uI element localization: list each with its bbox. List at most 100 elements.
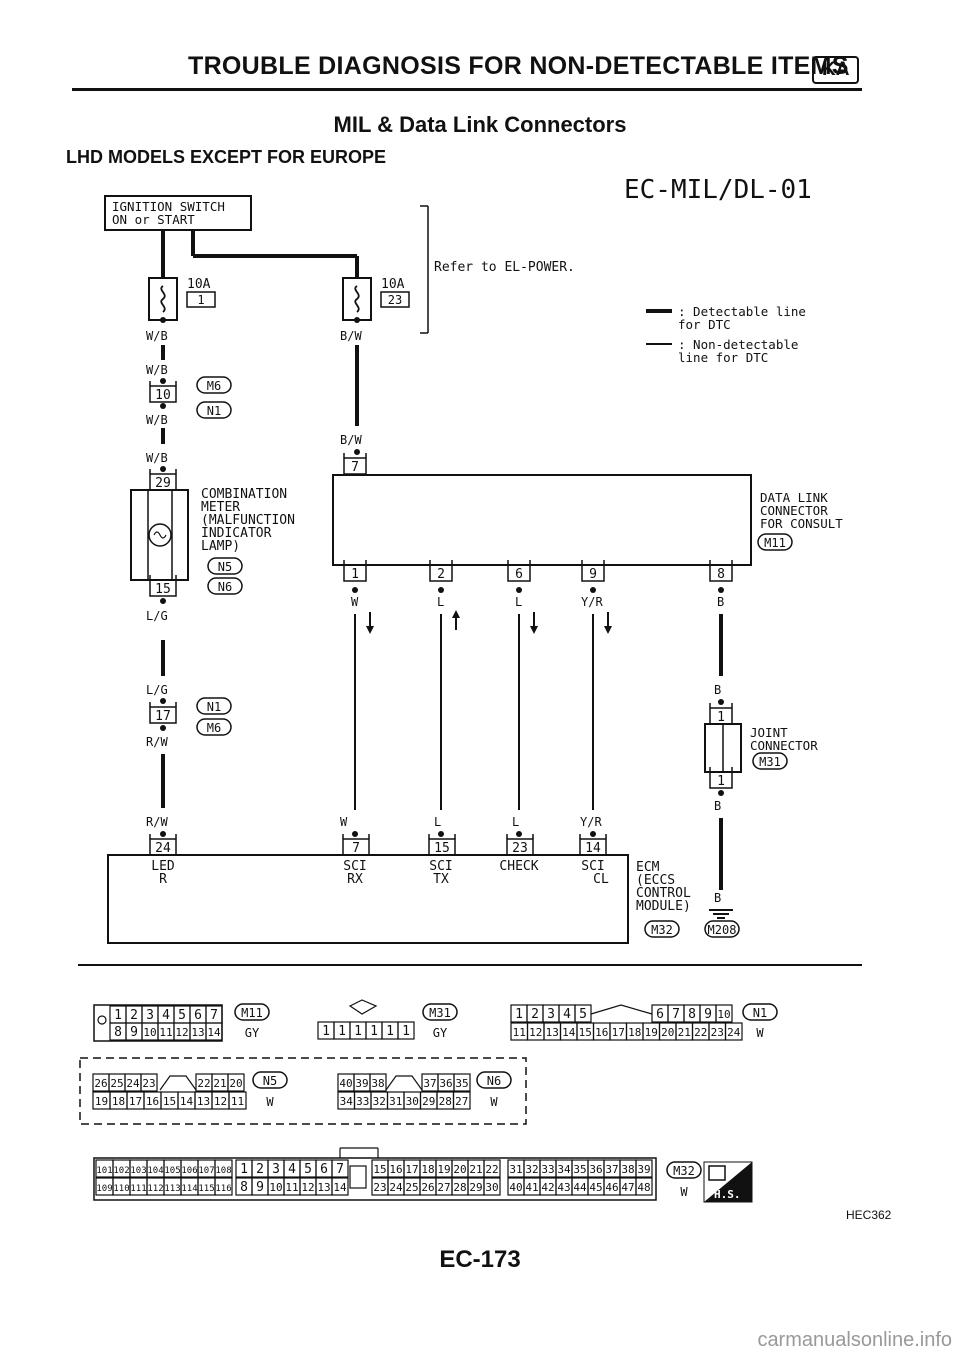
page-header: TROUBLE DIAGNOSIS FOR NON-DETECTABLE ITE… <box>72 52 862 91</box>
connector-m32-cell <box>483 1177 501 1196</box>
wire-color-l: L <box>512 815 519 829</box>
connector-n1-pin: 9 <box>704 1007 712 1022</box>
connector-m31-pin: 1 <box>386 1024 394 1039</box>
wire-color-b: B <box>714 799 721 813</box>
connector-n6-pin: 38 <box>371 1077 384 1090</box>
connector-m11-pin: 4 <box>162 1008 170 1023</box>
connector-n1-pin: 20 <box>661 1026 674 1039</box>
connector-m32-pin: 108 <box>215 1166 231 1176</box>
connector-m32-latch <box>349 1165 367 1189</box>
junction-dot <box>718 587 724 593</box>
connector-m32-pin: 1 <box>240 1162 248 1177</box>
ecm-pin-14: 14 <box>585 841 601 856</box>
legend-detectable-text: for DTC <box>678 317 731 332</box>
dlc-pin-2: 2 <box>437 567 445 582</box>
connector-n5-key <box>159 1075 197 1091</box>
connector-n6-pin: 39 <box>355 1077 368 1090</box>
connector-m11-pin: 10 <box>143 1026 156 1039</box>
fuse-1-amp: 10A <box>187 277 211 292</box>
connector-m11-pin: 3 <box>146 1008 154 1023</box>
connector-n6-tag: N6 <box>487 1074 501 1088</box>
connector-m32-pin: 26 <box>421 1181 434 1194</box>
connector-n5-color: W <box>266 1095 274 1109</box>
connector-tag-n5-outline <box>207 557 243 575</box>
connector-m11-pin: 5 <box>178 1008 186 1023</box>
connector-m31-color: GY <box>433 1026 448 1040</box>
connector-n5-pin: 16 <box>146 1095 159 1108</box>
connector-m32-pin: 116 <box>215 1184 231 1194</box>
joint-connector-label: CONNECTOR <box>750 738 818 753</box>
connector-tag-m11-outline <box>757 533 793 551</box>
connector-m11-pin: 2 <box>130 1008 138 1023</box>
indicator-lamp-icon <box>148 523 172 547</box>
connector-m32-pin: 107 <box>198 1166 214 1176</box>
connector-m32-pin: 14 <box>333 1181 347 1194</box>
connector-m11-pin: 13 <box>191 1026 204 1039</box>
connector-n6-cell <box>369 1073 387 1092</box>
ecm-pin-label: SCI <box>429 859 452 874</box>
ecm-label: CONTROL <box>636 886 691 901</box>
connector-n5-pin: 14 <box>180 1095 194 1108</box>
connector-m11-cell <box>205 1022 223 1041</box>
joint-pin-bottom: 1 <box>717 774 725 789</box>
connector-tag-n1: N1 <box>207 404 221 418</box>
connector-n5-pin: 11 <box>231 1095 244 1108</box>
connector-m32-pin: 115 <box>198 1184 214 1194</box>
junction-dot <box>718 699 724 705</box>
connector-n1-pin: 23 <box>711 1026 724 1039</box>
joint-connector-label: JOINT <box>750 725 788 740</box>
connector-n1-pin: 7 <box>672 1007 680 1022</box>
connector-n1-pin: 12 <box>529 1026 542 1039</box>
connector-n1-pin: 8 <box>688 1007 696 1022</box>
connector-m32-pin: 102 <box>113 1166 129 1176</box>
junction-dot <box>160 598 166 604</box>
combination-meter-label: LAMP) <box>201 539 240 554</box>
fuse-23-amp: 10A <box>381 277 405 292</box>
connector-tag-n1-outline <box>196 697 232 715</box>
meter-pin-top: 29 <box>155 476 171 491</box>
legend-nondetectable-text: line for DTC <box>678 350 768 365</box>
wire-color-wb: W/B <box>146 329 168 343</box>
connector-m32-pin: 23 <box>373 1181 386 1194</box>
arrow-check-down <box>530 626 538 634</box>
connector-m11-pin: 1 <box>114 1008 122 1023</box>
ecm-box <box>107 854 629 944</box>
connector-n1-cell <box>724 1022 743 1041</box>
connector-m32-pin: 110 <box>113 1184 129 1194</box>
connector-n5-pin: 21 <box>213 1077 226 1090</box>
connector-m32-pin: 20 <box>453 1163 466 1176</box>
connector-m32-cell <box>331 1159 349 1178</box>
connector-m32-pin: 104 <box>147 1166 163 1176</box>
ecm-label: MODULE) <box>636 899 691 914</box>
data-link-connector-label: CONNECTOR <box>760 503 828 518</box>
connector-m11-tag: M11 <box>241 1006 263 1020</box>
wire-color-wb: W/B <box>146 451 168 465</box>
dlc-pin-1: 1 <box>351 567 359 582</box>
junction-dot <box>160 725 166 731</box>
fuse-1-link <box>160 285 166 313</box>
connector-m32-pin: 28 <box>453 1181 466 1194</box>
connector-n1-color: W <box>756 1026 764 1040</box>
connector-n6-pin: 32 <box>373 1095 386 1108</box>
connector-m32-tag-outline <box>666 1161 702 1179</box>
connector-m32-pin: 18 <box>421 1163 434 1176</box>
connector-17-pin-box <box>149 706 177 724</box>
connector-n5-tag-outline <box>252 1071 288 1089</box>
connector-n5-pin: 25 <box>110 1077 123 1090</box>
wire-color-wb: W/B <box>146 363 168 377</box>
connector-m32-pin: 45 <box>589 1181 602 1194</box>
refer-text: Refer to EL-POWER. <box>434 260 575 275</box>
connector-n1-pin: 4 <box>563 1007 571 1022</box>
connector-m32-pin: 8 <box>240 1180 248 1195</box>
combination-meter-label: COMBINATION <box>201 487 287 502</box>
connector-17-pin: 17 <box>155 709 171 724</box>
connector-m31-pin: 1 <box>338 1024 346 1039</box>
connector-m32-pin: 36 <box>589 1163 602 1176</box>
junction-dot <box>160 466 166 472</box>
connector-m32-pin: 106 <box>181 1166 197 1176</box>
connector-m11-tag-outline <box>234 1003 270 1021</box>
dlc-pin-1-box <box>343 564 367 582</box>
wire-color-l: L <box>434 815 441 829</box>
diagram-code: EC-MIL/DL-01 <box>624 175 812 205</box>
ecm-pin-label: TX <box>433 872 449 887</box>
